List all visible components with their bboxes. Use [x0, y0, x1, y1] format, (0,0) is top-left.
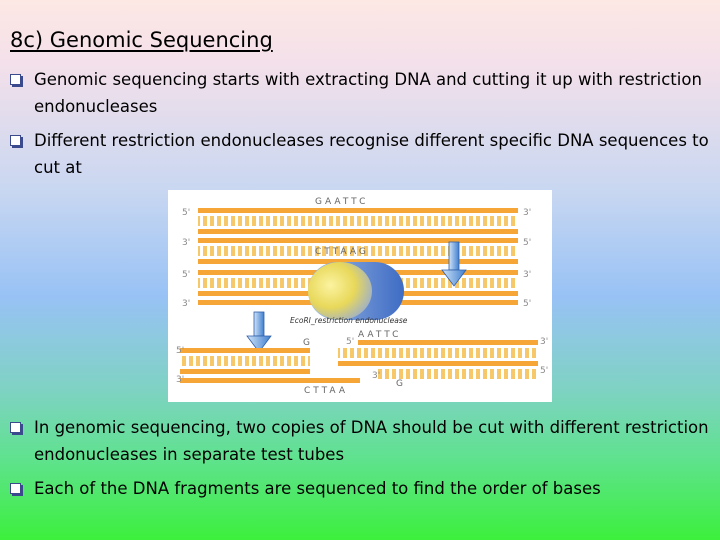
bullet-text: Genomic sequencing starts with extractin… — [34, 70, 702, 116]
three-prime-label: 3' — [176, 375, 184, 385]
bullet-checkbox-icon — [10, 135, 21, 146]
strand-line — [198, 229, 518, 234]
dna-cut-diagram: 5' 3' 3' 5' GAATTC CTTAAG 5' 3' 3' 5' Ec… — [168, 190, 552, 402]
cut-arrow-right — [441, 241, 467, 287]
three-prime-label: 3' — [540, 337, 548, 347]
dna-strand-pair-top — [198, 208, 518, 264]
bullet-1: Genomic sequencing starts with extractin… — [10, 66, 710, 120]
bullet-3: In genomic sequencing, two copies of DNA… — [10, 414, 710, 468]
dna-diagram-svg: 5' 3' 3' 5' GAATTC CTTAAG 5' 3' 3' 5' Ec… — [176, 197, 548, 396]
enzyme-shape — [308, 262, 404, 320]
strand-rungs — [198, 216, 518, 226]
cut-sequence-right-bottom: G — [396, 379, 406, 389]
bullet-checkbox-icon — [10, 74, 21, 85]
strand-line — [180, 348, 310, 353]
strand-rungs — [180, 356, 310, 366]
three-prime-label: 3' — [372, 371, 380, 381]
strand-line — [198, 208, 518, 213]
strand-rungs — [378, 369, 538, 379]
bullet-4: Each of the DNA fragments are sequenced … — [10, 475, 710, 502]
five-prime-label: 5' — [346, 337, 354, 347]
five-prime-label: 5' — [523, 299, 531, 309]
bullet-text: Each of the DNA fragments are sequenced … — [34, 479, 601, 498]
bottom-sequence: CTTAAG — [315, 247, 369, 257]
top-sequence: GAATTC — [315, 197, 368, 207]
strand-line — [198, 259, 518, 264]
cut-sequence-right-top: AATTC — [358, 330, 401, 340]
strand-line — [180, 378, 360, 383]
strand-line — [338, 361, 538, 366]
cut-sequence-left-bottom: CTTAA — [304, 386, 348, 396]
bullet-text: Different restriction endonucleases reco… — [34, 131, 709, 177]
three-prime-label: 3' — [523, 270, 531, 280]
cut-arrow-left — [246, 311, 272, 353]
bullet-checkbox-icon — [10, 483, 21, 494]
bullet-text: In genomic sequencing, two copies of DNA… — [34, 418, 709, 464]
five-prime-label: 5' — [182, 208, 190, 218]
five-prime-label: 5' — [176, 346, 184, 356]
three-prime-label: 3' — [182, 238, 190, 248]
slide-title: 8c) Genomic Sequencing — [10, 28, 273, 52]
strand-rungs — [198, 246, 518, 256]
cut-sequence-left-top: G — [303, 338, 313, 348]
strand-line — [358, 340, 538, 345]
three-prime-label: 3' — [523, 208, 531, 218]
five-prime-label: 5' — [540, 366, 548, 376]
five-prime-label: 5' — [182, 270, 190, 280]
strand-line — [180, 369, 310, 374]
enzyme-label: EcoRI_restriction endonuclease — [290, 316, 408, 325]
strand-line — [198, 238, 518, 243]
strand-rungs — [338, 348, 538, 358]
three-prime-label: 3' — [182, 299, 190, 309]
bullet-checkbox-icon — [10, 422, 21, 433]
cut-fragments — [180, 340, 538, 383]
bullet-2: Different restriction endonucleases reco… — [10, 127, 710, 181]
five-prime-label: 5' — [523, 238, 531, 248]
